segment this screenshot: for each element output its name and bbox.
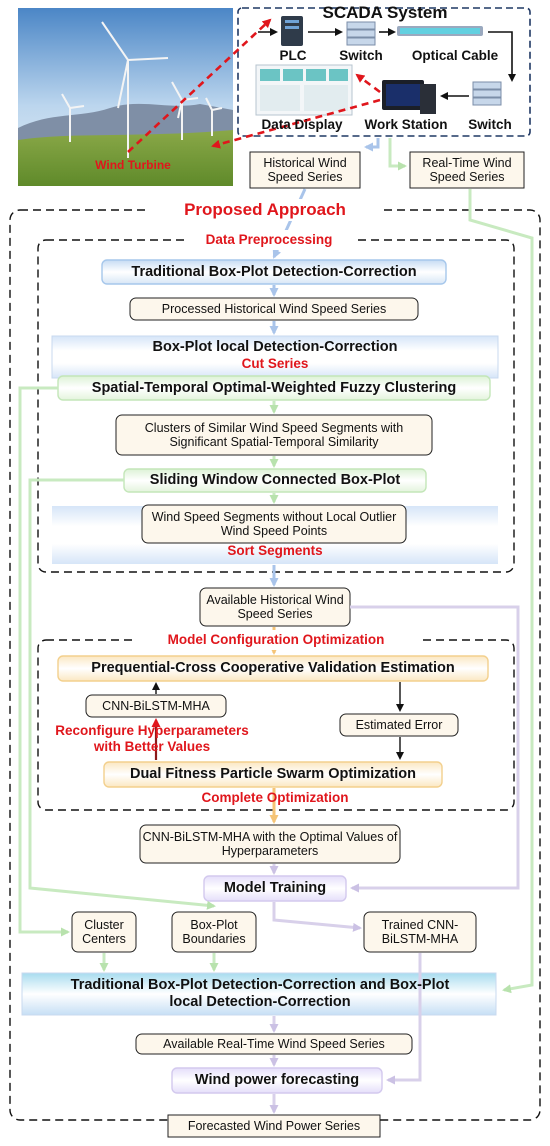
estimated-error-box — [339, 713, 459, 737]
purple-flow — [269, 605, 520, 1114]
clusters-box — [115, 414, 433, 456]
dfpso-text: Dual Fitness Particle Swarm Optimization — [129, 766, 417, 783]
available-rt-text: Available Real-Time Wind Speed Series — [163, 1036, 385, 1051]
data-display-label: Data Display — [261, 117, 343, 133]
scada-arrows — [258, 28, 516, 100]
optical-cable-label: Optical Cable — [411, 48, 499, 64]
wind-turbine-photo — [18, 8, 233, 186]
preprocessing-title: Data Preprocessing — [184, 230, 354, 250]
realtime-input-text: Real-Time Wind Speed Series — [422, 155, 512, 184]
pcv-text: Prequential-Cross Cooperative Validation… — [91, 660, 455, 677]
clusters-text: Clusters of Similar Wind Speed Segments … — [144, 420, 404, 449]
bp-local-text: Box-Plot local Detection-Correction — [152, 338, 398, 355]
scada-to-realtime — [388, 138, 407, 171]
model-training-bar — [203, 875, 347, 902]
sort-segments-text: Sort Segments — [227, 543, 323, 559]
switch-bottom-label: Switch — [468, 117, 512, 133]
model-training-text: Model Training — [223, 880, 327, 897]
bp-local-panel — [51, 335, 499, 379]
work-station-label: Work Station — [364, 117, 448, 133]
red-dashed-arrows — [127, 18, 381, 153]
segments-box — [141, 504, 407, 544]
processed-text: Processed Historical Wind Speed Series — [161, 301, 387, 316]
optimization-loop-arrows — [152, 682, 404, 760]
switch-bottom-icon — [472, 81, 502, 106]
available-hist-text: Available Historical Wind Speed Series — [206, 592, 344, 621]
cnn-text: CNN-BiLSTM-MHA — [102, 698, 210, 713]
scada-to-historical — [364, 138, 380, 152]
data-display-icon — [255, 64, 353, 116]
cluster-centers-box — [71, 911, 137, 953]
cut-series-text: Cut Series — [241, 356, 309, 372]
scada-title: SCADA System — [322, 3, 448, 23]
trained-model-box — [363, 911, 477, 953]
switch-top-icon — [346, 21, 376, 46]
model-config-title: Model Configuration Optimization — [132, 630, 420, 650]
output-box — [167, 1114, 381, 1138]
processed-box — [129, 297, 419, 321]
cnn-box — [85, 694, 227, 718]
reconfigure-text: Reconfigure Hyperparameters with Better … — [55, 723, 249, 754]
trained-model-text: Trained CNN-BiLSTM-MHA — [381, 917, 459, 946]
optical-cable-icon — [397, 26, 483, 36]
traditional-bp-bar — [101, 259, 447, 285]
output-text: Forecasted Wind Power Series — [187, 1118, 361, 1133]
bp-boundaries-text: Box-Plot Boundaries — [182, 917, 246, 946]
traditional-bp-text: Traditional Box-Plot Detection-Correctio… — [131, 263, 417, 280]
cluster-centers-text: Cluster Centers — [82, 917, 126, 946]
forecasting-text: Wind power forecasting — [194, 1072, 360, 1089]
historical-input-text: Historical Wind Speed Series — [263, 155, 347, 184]
bp-boundaries-box — [171, 911, 257, 953]
plc-label: PLC — [279, 48, 307, 64]
work-station-icon — [382, 80, 436, 114]
forecasting-bar — [171, 1067, 383, 1094]
segments-text: Wind Speed Segments without Local Outlie… — [151, 509, 397, 538]
wind-turbine-label: Wind Turbine — [95, 158, 171, 173]
complete-optimization-text: Complete Optimization — [201, 790, 349, 806]
plc-icon — [281, 16, 303, 46]
optimal-model-text: CNN-BiLSTM-MHA with the Optimal Values o… — [142, 829, 398, 858]
combined-bp-text: Traditional Box-Plot Detection-Correctio… — [70, 977, 450, 1010]
dfpso-bar — [103, 761, 443, 788]
fuzzy-text: Spatial-Temporal Optimal-Weighted Fuzzy … — [91, 379, 457, 396]
proposed-approach-title: Proposed Approach — [150, 199, 380, 221]
realtime-input-box — [409, 151, 525, 189]
historical-input-box — [249, 151, 361, 189]
estimated-error-text: Estimated Error — [355, 717, 443, 732]
optimal-model-box — [139, 824, 401, 864]
available-rt-box — [135, 1033, 413, 1055]
switch-top-label: Switch — [339, 48, 383, 64]
model-config-frame — [37, 639, 515, 811]
sliding-text: Sliding Window Connected Box-Plot — [149, 472, 401, 489]
combined-bp-panel — [21, 972, 497, 1016]
green-flow — [18, 189, 534, 994]
pcv-bar — [57, 655, 489, 682]
preprocessing-frame — [37, 239, 515, 573]
